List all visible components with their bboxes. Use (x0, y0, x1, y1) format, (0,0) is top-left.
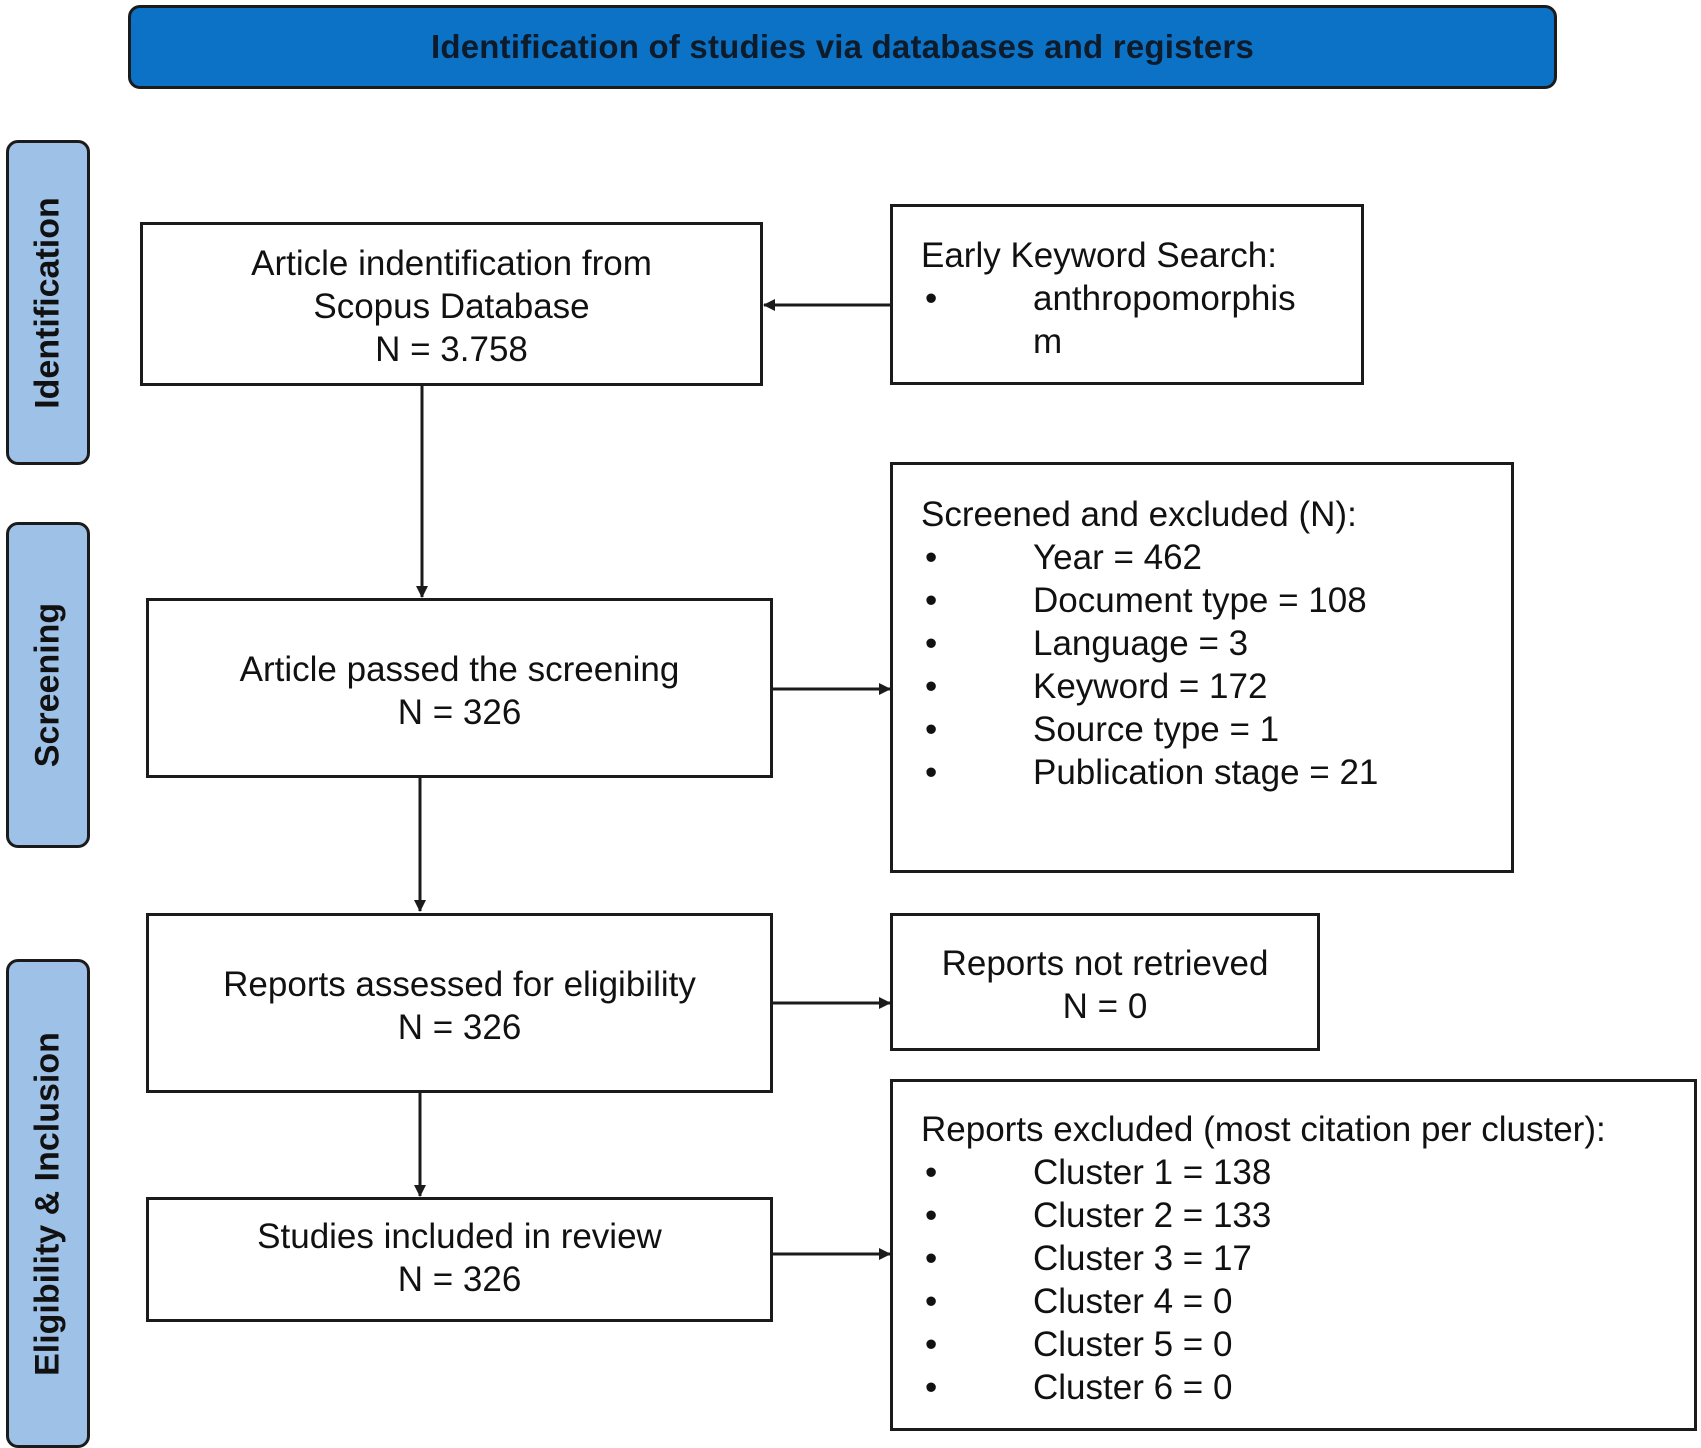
list-item: Cluster 3 = 17 (921, 1237, 1694, 1280)
eligibility-count: N = 326 (397, 1008, 522, 1047)
list-item: Language = 3 (921, 622, 1511, 665)
reports-excluded-list: Cluster 1 = 138 Cluster 2 = 133 Cluster … (921, 1151, 1694, 1409)
bullet-icon (921, 751, 1033, 794)
bullet-icon (921, 277, 1033, 320)
keyword-search-title: Early Keyword Search: (921, 236, 1277, 275)
not-retrieved-count: N = 0 (1062, 987, 1148, 1026)
bullet-icon (921, 1366, 1033, 1409)
bullet-icon (921, 1237, 1033, 1280)
identification-line1: Article indentification from (251, 244, 652, 283)
not-retrieved-box: Reports not retrieved N = 0 (890, 913, 1320, 1051)
eligibility-line1: Reports assessed for eligibility (223, 965, 696, 1004)
list-item: Document type = 108 (921, 579, 1511, 622)
identification-count: N = 3.758 (375, 330, 528, 369)
screening-line1: Article passed the screening (239, 650, 680, 689)
screening-count: N = 326 (397, 693, 522, 732)
eligibility-box: Reports assessed for eligibility N = 326 (146, 913, 773, 1093)
list-item: Source type = 1 (921, 708, 1511, 751)
bullet-icon (921, 622, 1033, 665)
stage-eligibility-inclusion: Eligibility & Inclusion (6, 959, 90, 1448)
keyword-item-continued: m (1033, 322, 1063, 361)
keyword-search-box: Early Keyword Search: anthropomorphis m (890, 204, 1364, 385)
reports-excluded-box: Reports excluded (most citation per clus… (890, 1079, 1697, 1431)
screened-excluded-box: Screened and excluded (N): Year = 462 Do… (890, 462, 1514, 873)
screened-excluded-list: Year = 462 Document type = 108 Language … (921, 536, 1511, 794)
bullet-icon (921, 1151, 1033, 1194)
identification-box: Article indentification from Scopus Data… (140, 222, 763, 386)
screening-box: Article passed the screening N = 326 (146, 598, 773, 778)
not-retrieved-line1: Reports not retrieved (941, 944, 1269, 983)
keyword-list: anthropomorphis m (921, 277, 1361, 363)
list-item: Year = 462 (921, 536, 1511, 579)
list-item: Cluster 1 = 138 (921, 1151, 1694, 1194)
included-box: Studies included in review N = 326 (146, 1197, 773, 1322)
stage-identification: Identification (6, 140, 90, 465)
list-item: Keyword = 172 (921, 665, 1511, 708)
list-item: Cluster 5 = 0 (921, 1323, 1694, 1366)
bullet-icon (921, 579, 1033, 622)
header-banner: Identification of studies via databases … (128, 5, 1557, 89)
keyword-item: anthropomorphis (921, 277, 1361, 320)
list-item: Cluster 2 = 133 (921, 1194, 1694, 1237)
bullet-icon (921, 536, 1033, 579)
bullet-icon (921, 1323, 1033, 1366)
list-item: Cluster 4 = 0 (921, 1280, 1694, 1323)
screened-excluded-title: Screened and excluded (N): (921, 495, 1357, 534)
included-line1: Studies included in review (257, 1217, 662, 1256)
list-item: Cluster 6 = 0 (921, 1366, 1694, 1409)
reports-excluded-title: Reports excluded (most citation per clus… (921, 1110, 1606, 1149)
bullet-icon (921, 665, 1033, 708)
bullet-icon (921, 708, 1033, 751)
included-count: N = 326 (397, 1260, 522, 1299)
bullet-icon (921, 1194, 1033, 1237)
identification-line2: Scopus Database (313, 287, 590, 326)
bullet-icon (921, 1280, 1033, 1323)
list-item: Publication stage = 21 (921, 751, 1511, 794)
header-title: Identification of studies via databases … (431, 28, 1254, 65)
stage-screening: Screening (6, 522, 90, 848)
